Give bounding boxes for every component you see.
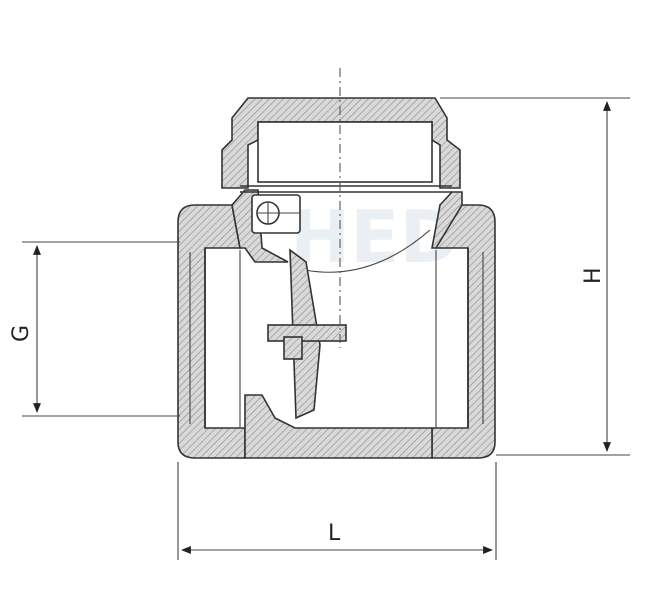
bonnet-cavity [257, 121, 433, 183]
swing-disc [267, 248, 347, 420]
dimension-g-label: G [9, 325, 34, 342]
bore-lines [189, 229, 484, 428]
hinge-pin [251, 194, 301, 234]
dimension-g: G [9, 241, 180, 417]
bottom-wall [244, 394, 433, 459]
right-hub [431, 204, 496, 459]
valve-body [177, 97, 496, 459]
watermark-text: HED [290, 195, 459, 279]
dimension-h: H [440, 97, 630, 456]
left-hub [177, 204, 246, 459]
dimension-l-label: L [328, 521, 341, 546]
dimension-l: L [177, 462, 497, 560]
dimension-h-label: H [581, 267, 606, 284]
